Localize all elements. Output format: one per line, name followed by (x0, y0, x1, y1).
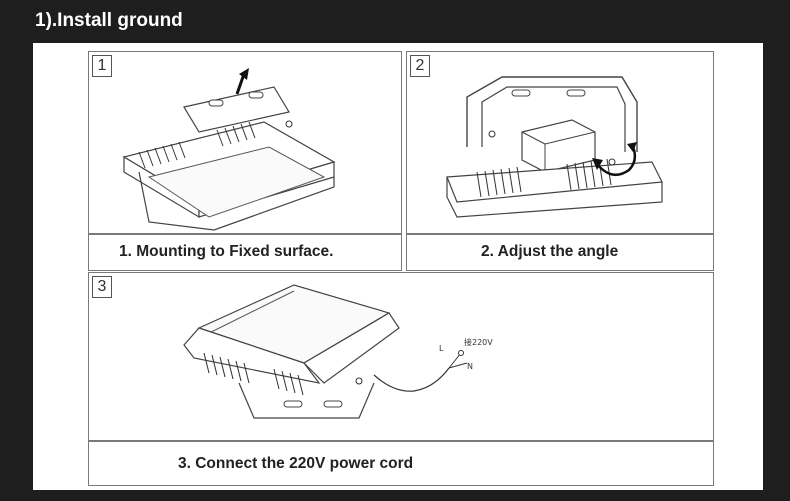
instruction-sheet: 1 (33, 43, 763, 490)
panel-2-image: 2 (406, 51, 714, 234)
supply-voltage-label: 接220V (464, 337, 493, 347)
panel-1-caption: 1. Mounting to Fixed surface. (88, 234, 402, 271)
step-caption-2: 2. Adjust the angle (481, 243, 619, 260)
step-number-3: 3 (92, 276, 112, 298)
step-number-2: 2 (410, 55, 430, 77)
panel-1-image: 1 (88, 51, 402, 234)
fixture-mounting-illustration (122, 68, 336, 231)
step-number-1: 1 (92, 55, 112, 77)
section-heading: 1).Install ground (35, 10, 183, 31)
fixture-angle-illustration (446, 76, 663, 218)
live-wire-label: L (439, 344, 444, 353)
panel-3-image: 3 L N (88, 272, 714, 441)
step-caption-3: 3. Connect the 220V power cord (178, 455, 414, 472)
panel-3-caption: 3. Connect the 220V power cord (88, 441, 714, 486)
fixture-wiring-illustration: L N 接220V (183, 284, 493, 419)
panel-2-caption: 2. Adjust the angle (406, 234, 714, 271)
neutral-wire-label: N (467, 362, 473, 371)
step-caption-1: 1. Mounting to Fixed surface. (119, 243, 334, 260)
